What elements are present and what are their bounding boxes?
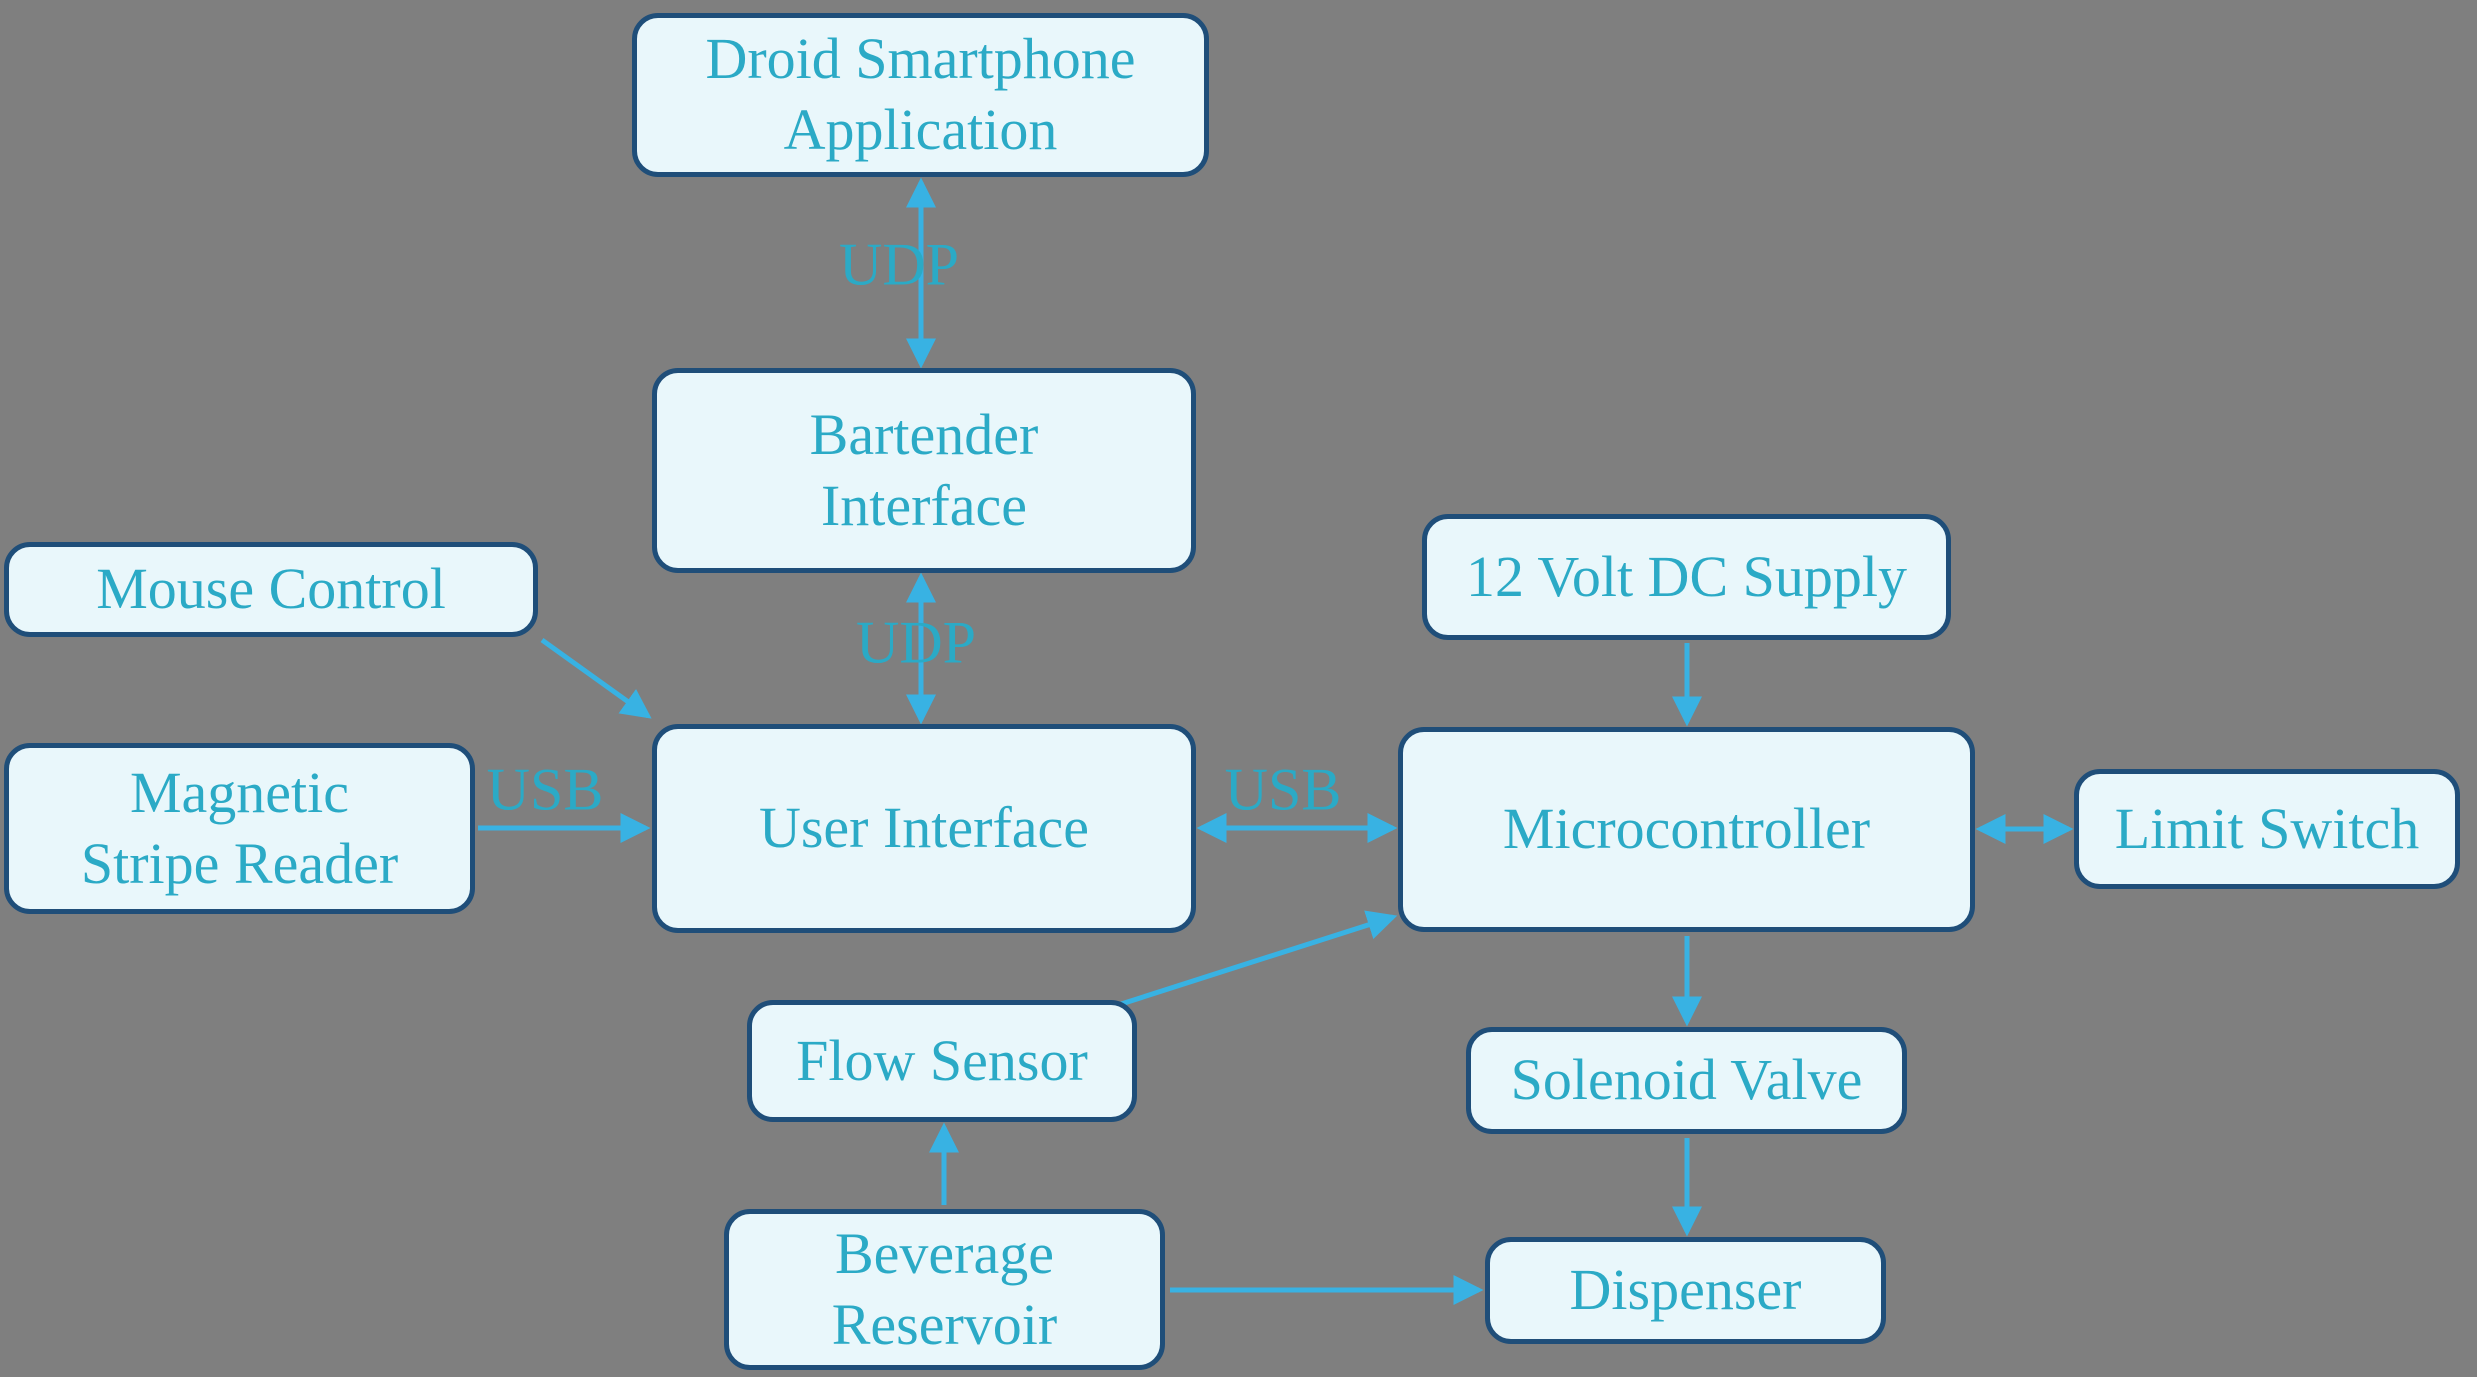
node-label-mouse-control: Mouse Control — [96, 556, 446, 622]
node-label-user-interface: User Interface — [758, 795, 1090, 861]
node-label-limit-switch: Limit Switch — [2114, 795, 2420, 861]
arrow-flowsensor-microcontroller — [1114, 910, 1398, 1009]
node-dispenser: Dispenser — [1485, 1237, 1886, 1344]
node-droid-smartphone-application: Droid Smartphone Application — [632, 13, 1209, 177]
node-user-interface: User Interface — [652, 724, 1196, 933]
node-label-flow-sensor: Flow Sensor — [796, 1027, 1088, 1093]
edge-label-usb-left: USB — [486, 756, 604, 823]
node-magnetic-stripe-reader: Magnetic Stripe Reader — [4, 743, 475, 914]
node-flow-sensor: Flow Sensor — [747, 1000, 1137, 1122]
node-label-12-volt-dc-supply: 12 Volt DC Supply — [1465, 543, 1908, 609]
node-label-microcontroller: Microcontroller — [1502, 796, 1871, 862]
node-label-magnetic-stripe-reader: Magnetic Stripe Reader — [80, 759, 399, 896]
node-beverage-reservoir: Beverage Reservoir — [724, 1209, 1165, 1370]
node-solenoid-valve: Solenoid Valve — [1466, 1027, 1907, 1134]
node-label-dispenser: Dispenser — [1569, 1257, 1802, 1323]
edge-label-udp-top: UDP — [838, 231, 960, 298]
node-mouse-control: Mouse Control — [4, 542, 538, 637]
edge-label-usb-right: USB — [1224, 756, 1342, 823]
node-microcontroller: Microcontroller — [1398, 727, 1975, 932]
node-label-bartender-interface: Bartender Interface — [809, 401, 1039, 538]
node-bartender-interface: Bartender Interface — [652, 368, 1196, 573]
edge-label-udp-bottom: UDP — [855, 609, 977, 676]
node-12-volt-dc-supply: 12 Volt DC Supply — [1422, 514, 1951, 640]
node-label-droid-smartphone-application: Droid Smartphone Application — [705, 26, 1136, 162]
arrow-mousecontrol-userinterface — [540, 637, 652, 719]
node-label-beverage-reservoir: Beverage Reservoir — [831, 1220, 1058, 1357]
node-limit-switch: Limit Switch — [2074, 769, 2460, 889]
node-label-solenoid-valve: Solenoid Valve — [1510, 1047, 1863, 1113]
